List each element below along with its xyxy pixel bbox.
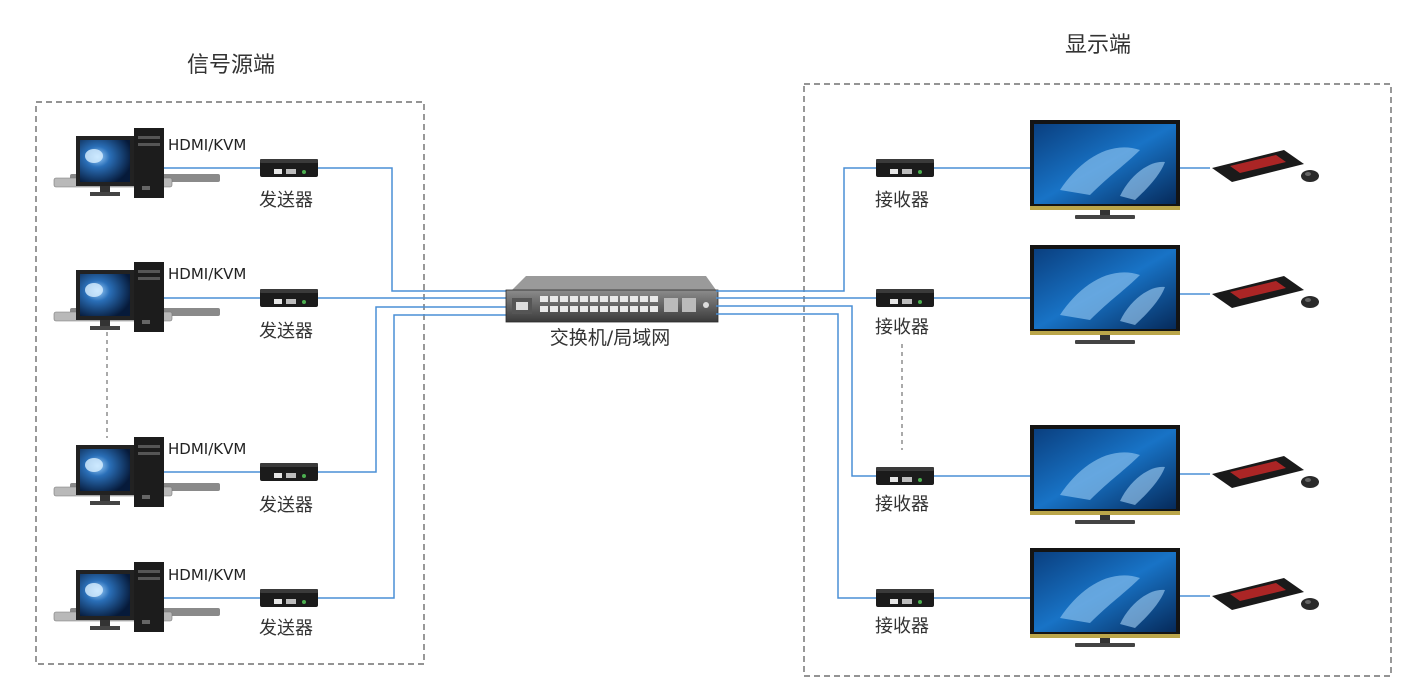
display-group-box (803, 83, 1392, 677)
source-group-title: 信号源端 (187, 53, 275, 78)
display-monitor-2 (1030, 245, 1180, 344)
receiver-label-2: 接收器 (875, 317, 929, 338)
display-group-title: 显示端 (1065, 33, 1131, 58)
transmitter-label-2: 发送器 (259, 321, 313, 342)
receiver-4 (876, 589, 934, 607)
receiver-2 (876, 289, 934, 307)
source-port-label-4: HDMI/KVM (168, 566, 246, 584)
display-monitor-4 (1030, 548, 1180, 647)
transmitter-label-4: 发送器 (259, 618, 313, 639)
switch-label: 交换机/局域网 (550, 327, 670, 349)
receiver-3 (876, 467, 934, 485)
transmitter-3 (260, 463, 318, 481)
network-switch (505, 276, 719, 323)
transmitter-1 (260, 159, 318, 177)
source-port-label-3: HDMI/KVM (168, 440, 246, 458)
receiver-cables (716, 167, 876, 599)
keyboard-mouse-2 (1212, 276, 1319, 308)
transmitter-label-1: 发送器 (259, 190, 313, 211)
receiver-label-4: 接收器 (875, 616, 929, 637)
source-port-label-1: HDMI/KVM (168, 136, 246, 154)
transmitter-cables (318, 167, 512, 599)
display-cables (934, 167, 1030, 599)
keyboard-mouse-1 (1212, 150, 1319, 182)
source-group-box (35, 101, 425, 665)
display-monitor-1 (1030, 120, 1180, 219)
keyboard-mouse-3 (1212, 456, 1319, 488)
receiver-label-3: 接收器 (875, 494, 929, 515)
source-port-label-2: HDMI/KVM (168, 265, 246, 283)
display-monitor-3 (1030, 425, 1180, 524)
keyboard-mouse-4 (1212, 578, 1319, 610)
keyboard-cables (1180, 167, 1210, 597)
receiver-1 (876, 159, 934, 177)
transmitter-4 (260, 589, 318, 607)
pc-cables (164, 167, 260, 599)
receiver-label-1: 接收器 (875, 190, 929, 211)
transmitter-label-3: 发送器 (259, 495, 313, 516)
transmitter-2 (260, 289, 318, 307)
